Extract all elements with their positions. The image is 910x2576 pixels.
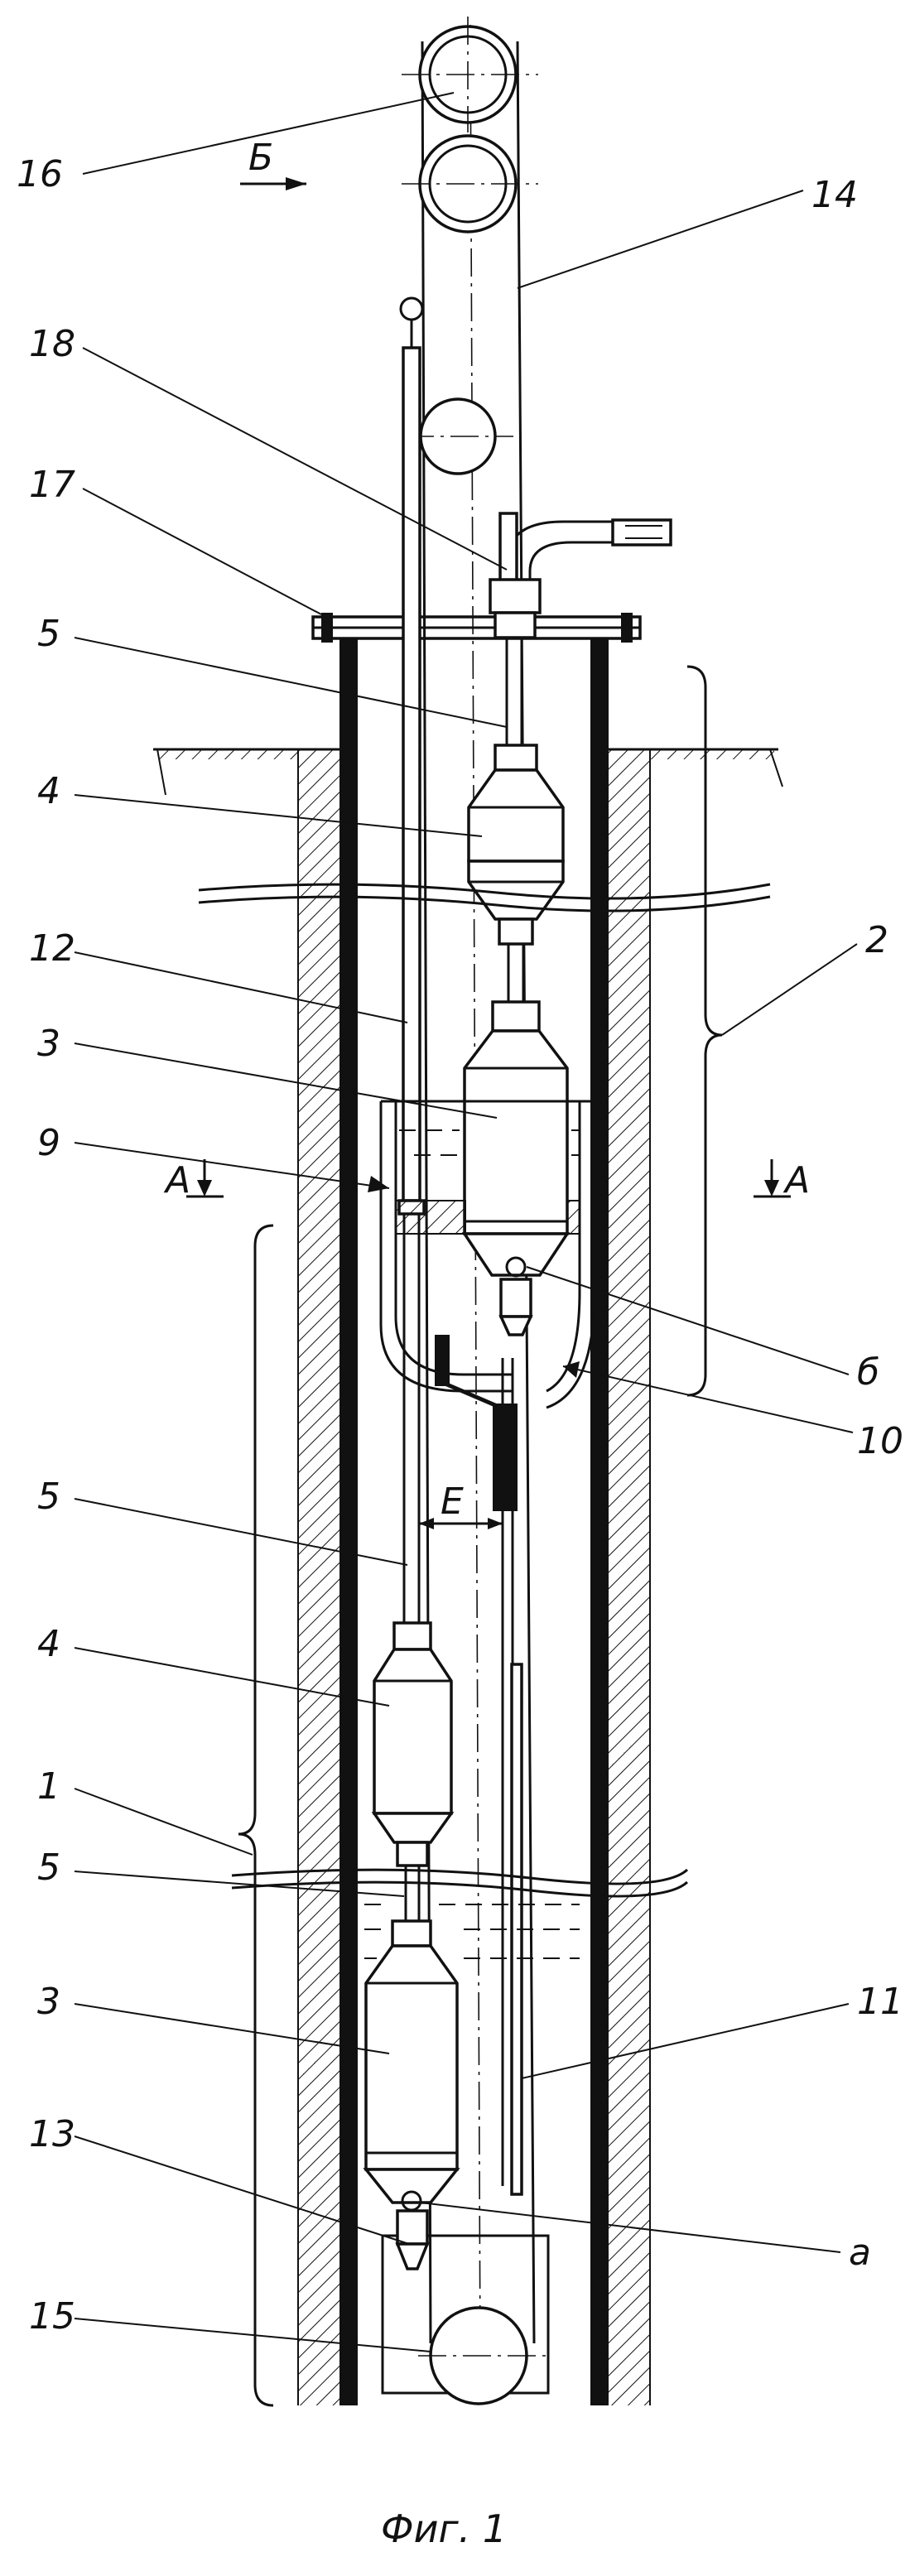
label-a-right: A [782, 1159, 810, 1201]
label-4-upper: 4 [37, 770, 60, 812]
label-a-small: a [849, 2232, 871, 2274]
upper-string [465, 638, 567, 1335]
label-4-lower: 4 [37, 1623, 60, 1665]
label-b: Б [248, 137, 273, 179]
label-14: 14 [811, 174, 858, 216]
label-b-small: б [857, 1351, 879, 1394]
ground-formation [153, 749, 782, 2405]
reference-labels: 16 Б 14 18 17 5 4 12 2 3 9 A A б 10 5 E … [17, 137, 903, 2551]
label-a-left: A [163, 1159, 190, 1201]
label-10: 10 [857, 1420, 903, 1462]
label-5-upper: 5 [37, 613, 60, 655]
label-17: 17 [29, 464, 75, 506]
label-3-upper: 3 [37, 1023, 60, 1065]
label-5-lower: 5 [37, 1847, 60, 1889]
label-18: 18 [29, 323, 75, 365]
label-5-middle: 5 [37, 1476, 60, 1518]
label-9: 9 [37, 1122, 60, 1164]
pulley-intermediate [406, 399, 513, 474]
figure-caption: Фиг. 1 [381, 2506, 507, 2551]
label-2: 2 [865, 919, 888, 961]
label-3-lower: 3 [37, 1981, 60, 2023]
wellhead-flange [313, 613, 640, 643]
rod-12 [399, 298, 424, 1214]
label-1: 1 [37, 1765, 60, 1808]
label-15: 15 [29, 2295, 75, 2338]
label-11: 11 [857, 1981, 903, 2023]
label-e: E [441, 1481, 464, 1523]
label-16: 16 [17, 153, 63, 195]
brace-1 [238, 1225, 273, 2405]
label-12: 12 [29, 927, 75, 970]
brace-2 [687, 667, 722, 1395]
arrow-b [240, 177, 306, 190]
label-13: 13 [29, 2113, 75, 2155]
